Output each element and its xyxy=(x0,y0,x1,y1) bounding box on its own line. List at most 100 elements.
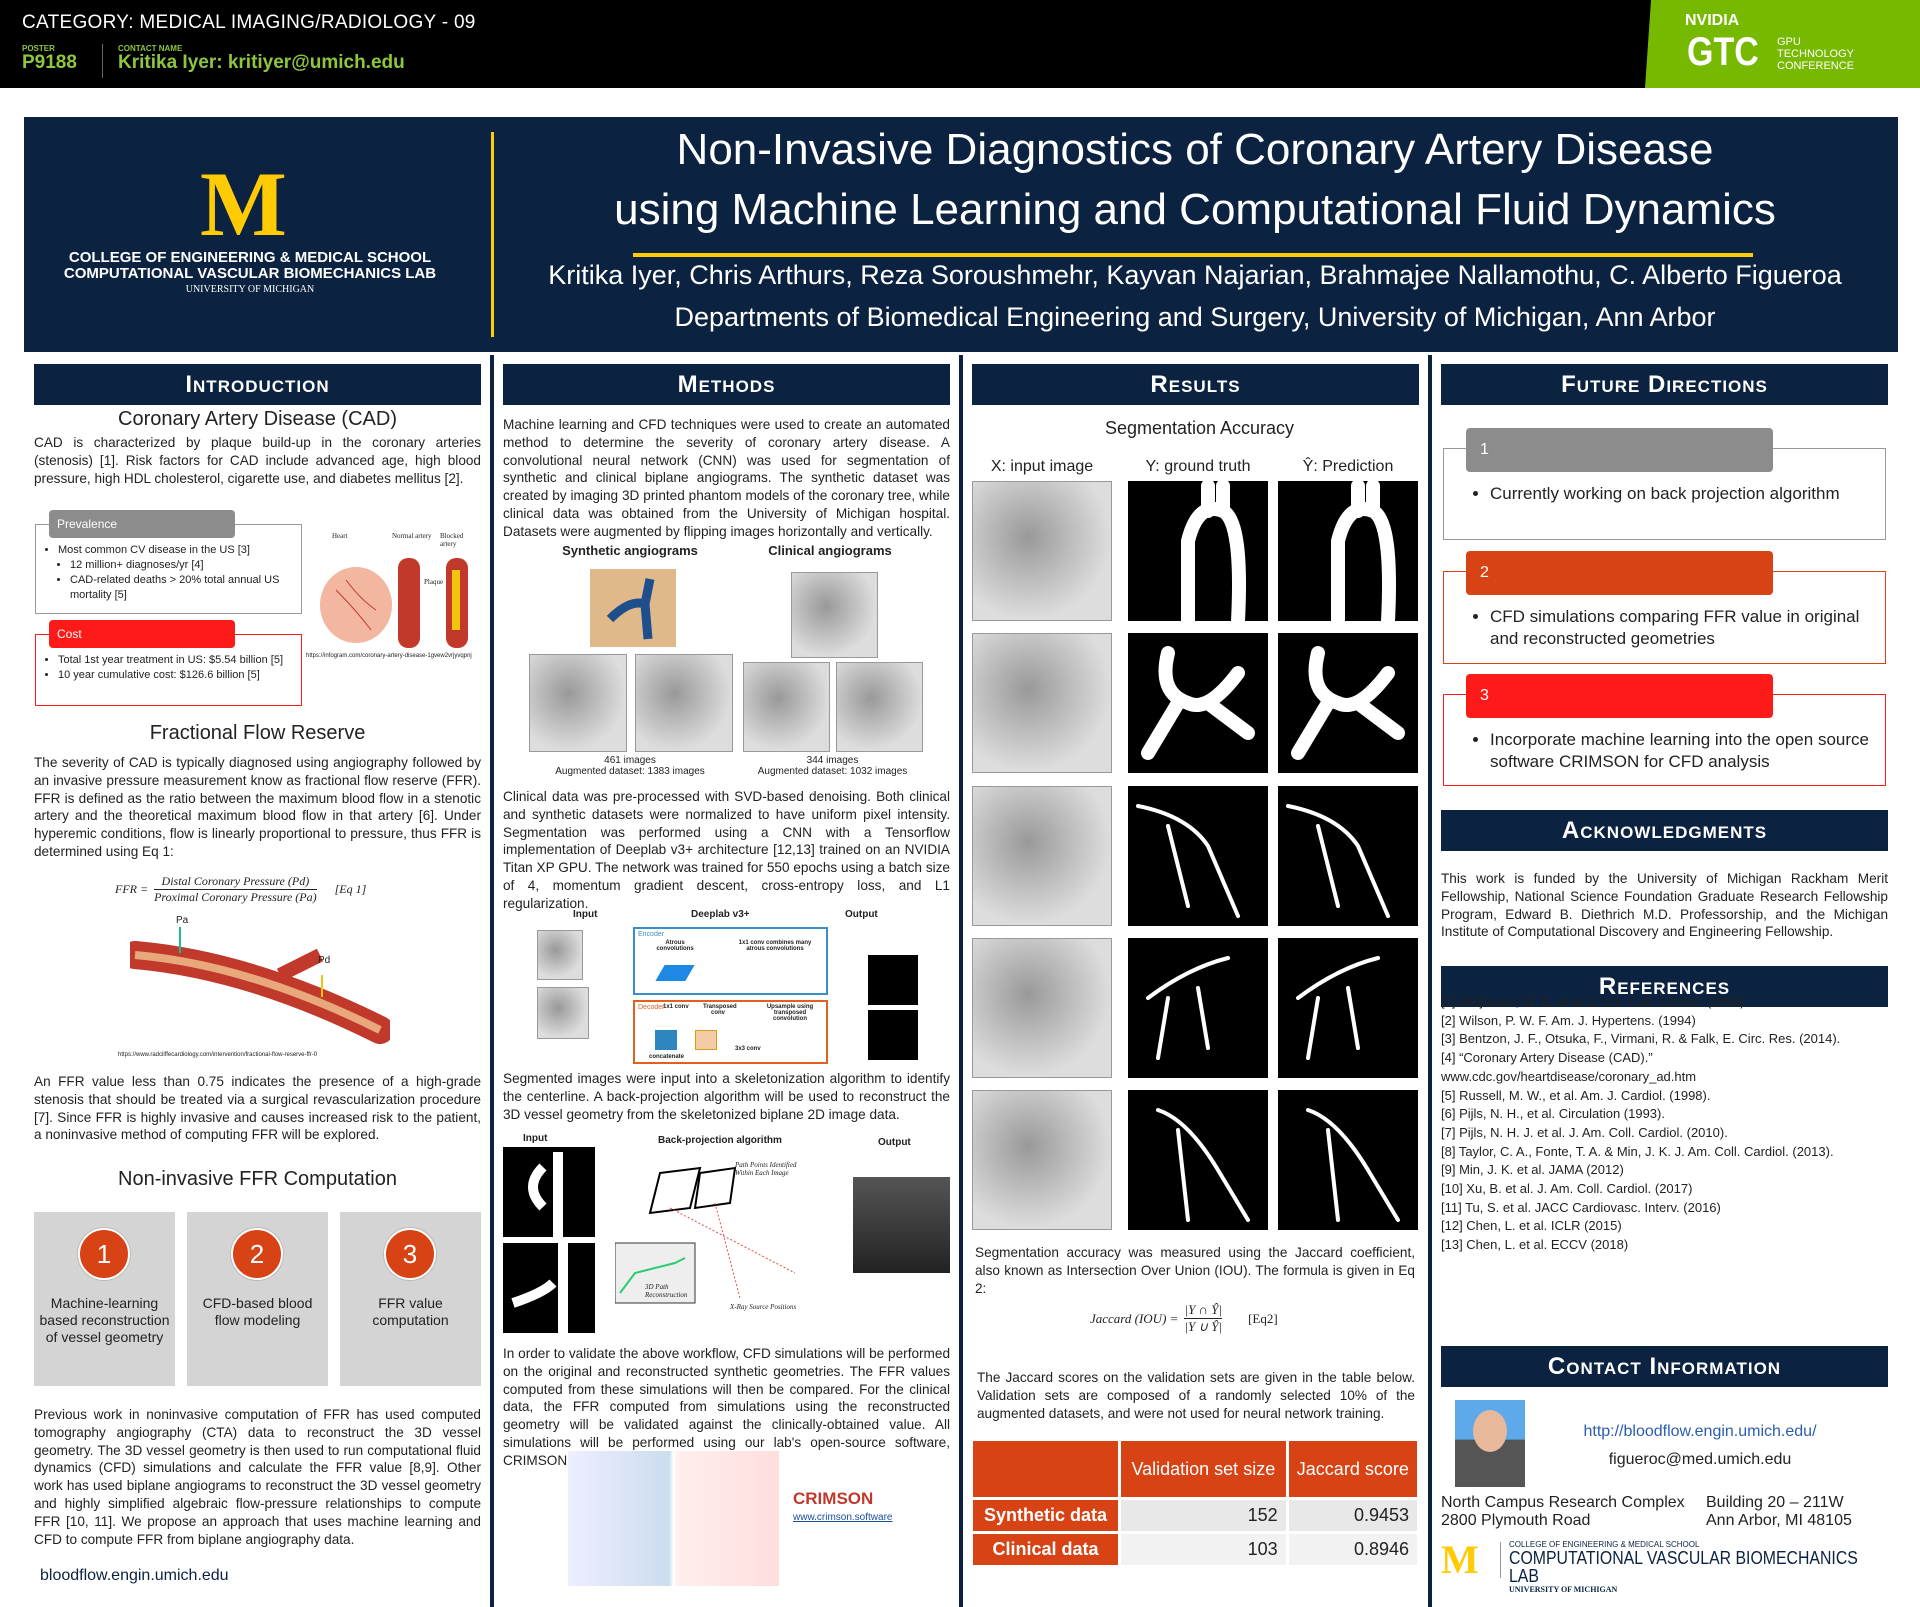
clinical-angiogram-1 xyxy=(791,572,878,658)
upsample-label: Upsample using transposed convolution xyxy=(766,1004,814,1022)
prediction-mask xyxy=(1278,633,1418,773)
category-label: CATEGORY: MEDICAL IMAGING/RADIOLOGY - 09 xyxy=(22,12,476,33)
path-points-label: Path Points Identified Within Each Image xyxy=(735,1161,797,1177)
future-item-text-2: CFD simulations comparing FFR value in o… xyxy=(1490,606,1870,650)
prevalence-box: Most common CV disease in the US [3] 12 … xyxy=(35,524,302,614)
synthetic-angiogram-1 xyxy=(529,654,627,752)
atrous-label: Atrous convolutions xyxy=(656,940,694,952)
contact-email[interactable]: figueroc@med.umich.edu xyxy=(1608,1451,1792,1468)
artery-source-url[interactable]: https://www.radcliffecardiology.com/inte… xyxy=(118,1052,318,1058)
reference-item: [3] Bentzon, J. F., Otsuka, F., Virmani,… xyxy=(1441,1031,1841,1047)
bp-plot: Path Points Identified Within Each Image… xyxy=(614,1161,845,1313)
deeplab-output-label: Output xyxy=(845,909,878,920)
prevalence-item: Most common CV disease in the US [3] xyxy=(58,543,301,558)
crimson-simulation-image xyxy=(568,1451,779,1586)
reference-item: [13] Chen, L. et al. ECCV (2018) xyxy=(1441,1237,1629,1253)
top-bar xyxy=(0,0,1920,88)
table-cell: Clinical data xyxy=(973,1534,1118,1565)
gtc-sub-1: GPU xyxy=(1777,36,1801,48)
col-label-input: X: input image xyxy=(990,458,1094,475)
clinical-label: Clinical angiograms xyxy=(768,543,892,558)
ground-truth-mask xyxy=(1128,786,1268,926)
lab-logo-footer: COLLEGE OF ENGINEERING & MEDICAL SCHOOL … xyxy=(1509,1540,1920,1594)
step-text-1: Machine-learning based reconstruction of… xyxy=(39,1295,170,1345)
contact-label: CONTACT NAME xyxy=(118,44,183,53)
poster-title: Non-Invasive Diagnostics of Coronary Art… xyxy=(500,120,1890,240)
references-list: [1] Meijboom, W. B. et al. J. Am. Coll. … xyxy=(1441,993,1888,1255)
step-number-2: 2 xyxy=(231,1228,283,1280)
prevalence-item: CAD-related deaths > 20% total annual US… xyxy=(70,573,301,603)
pd-label: Pd xyxy=(318,955,331,966)
acknowledgments-heading: Acknowledgments xyxy=(1441,810,1888,851)
step-number-3: 3 xyxy=(384,1228,436,1280)
blocked-artery-label: Blocked artery xyxy=(440,532,464,548)
authors: Kritika Iyer, Chris Arthurs, Reza Sorous… xyxy=(548,260,1842,290)
bp-input-mask xyxy=(503,1147,595,1237)
gtc-subtitle: GPU TECHNOLOGY CONFERENCE xyxy=(1777,36,1854,72)
lab-logo-line1: COLLEGE OF ENGINEERING & MEDICAL SCHOOL xyxy=(68,249,432,266)
results-table: Validation set size Jaccard score Synthe… xyxy=(970,1438,1420,1568)
lab-footer-line3: UNIVERSITY OF MICHIGAN xyxy=(1509,1585,1618,1594)
bp-input-mask xyxy=(503,1243,595,1333)
eq1-denominator: Proximal Coronary Pressure (Pa) xyxy=(154,890,317,904)
synthetic-label: Synthetic angiograms xyxy=(562,543,698,558)
future-item-text-3: Incorporate machine learning into the op… xyxy=(1490,729,1875,773)
nvidia-logo: NVIDIA xyxy=(1685,12,1740,29)
methods-text-4: In order to validate the above workflow,… xyxy=(503,1346,950,1468)
michigan-m-logo-small: M xyxy=(1441,1537,1479,1582)
artery-icon xyxy=(121,927,394,1044)
heart-icon xyxy=(320,558,468,648)
bp-output-3d xyxy=(853,1177,950,1273)
table-cell: Synthetic data xyxy=(973,1500,1118,1531)
divider xyxy=(1500,1542,1501,1578)
table-header xyxy=(973,1441,1118,1497)
transposed-label: Transposed conv xyxy=(703,1004,737,1016)
input-image xyxy=(972,1090,1112,1230)
reference-item: [2] Wilson, P. W. F. Am. J. Hypertens. (… xyxy=(1441,1012,1696,1028)
banner-divider xyxy=(491,132,494,337)
bp-title: Back-projection algorithm xyxy=(658,1135,782,1146)
results-heading: Results xyxy=(972,364,1419,405)
decoder-label: Decoder xyxy=(638,1004,665,1011)
future-item-number-2: 2 xyxy=(1466,551,1773,595)
future-item-number-1: 1 xyxy=(1466,428,1773,472)
encoder-box: Encoder Atrous convolutions 1x1 conv com… xyxy=(633,927,828,995)
title-line2: using Machine Learning and Computational… xyxy=(614,185,1776,234)
table-cell: 0.8946 xyxy=(1288,1534,1417,1565)
reference-item: [5] Russell, M. W., et al. Am. J. Cardio… xyxy=(1441,1087,1711,1103)
table-cell: 103 xyxy=(1121,1534,1286,1565)
col-label-ground-truth: Y: ground truth xyxy=(1145,458,1251,475)
clinical-angiogram-3 xyxy=(836,662,923,752)
contact-photo xyxy=(1455,1400,1525,1487)
gtc-sub-3: CONFERENCE xyxy=(1777,60,1855,72)
heart-source-url[interactable]: https://infogram.com/coronary-artery-dis… xyxy=(306,653,472,659)
contact-url[interactable]: http://bloodflow.engin.umich.edu/ xyxy=(1583,1423,1817,1440)
gtc-logo: NVIDIA GTC GPU TECHNOLOGY CONFERENCE xyxy=(1645,0,1920,88)
references-heading: References xyxy=(1441,966,1888,1007)
deeplab-output-mask xyxy=(868,955,918,1005)
cost-item: 10 year cumulative cost: $126.6 billion … xyxy=(58,668,301,683)
footer-url[interactable]: bloodflow.engin.umich.edu xyxy=(40,1567,229,1584)
input-image xyxy=(972,786,1112,926)
table-header: Validation set size xyxy=(1131,1458,1276,1479)
step-text-2: CFD-based blood flow modeling xyxy=(202,1295,313,1328)
future-item-list-3: Incorporate machine learning into the op… xyxy=(1490,729,1875,773)
backprojection-diagram: Input Back-projection algorithm Output P… xyxy=(503,1133,950,1338)
crimson-url[interactable]: www.crimson.software xyxy=(793,1512,893,1523)
lab-footer-line2: COMPUTATIONAL VASCULAR BIOMECHANICS LAB xyxy=(1509,1548,1858,1586)
deeplab-diagram: Input Deeplab v3+ Output Encoder Atrous … xyxy=(503,905,950,1065)
xray-label: X-Ray Source Positions xyxy=(730,1303,797,1311)
results-text-2: The Jaccard scores on the validation set… xyxy=(977,1370,1415,1421)
poster-number: P9188 xyxy=(22,52,77,73)
equation-2: Jaccard (IOU) = |Y ∩ Ŷ||Y ∪ Ŷ| [Eq2] xyxy=(1090,1302,1278,1335)
encoder-label: Encoder xyxy=(638,931,665,938)
table-cell: 152 xyxy=(1121,1500,1286,1531)
title-line1: Non-Invasive Diagnostics of Coronary Art… xyxy=(676,125,1714,174)
col-label-prediction: Ŷ: Prediction xyxy=(1302,458,1394,475)
prevalence-label: Prevalence xyxy=(49,510,235,538)
ffr-text: The severity of CAD is typically diagnos… xyxy=(34,755,481,859)
methods-heading: Methods xyxy=(503,364,950,405)
